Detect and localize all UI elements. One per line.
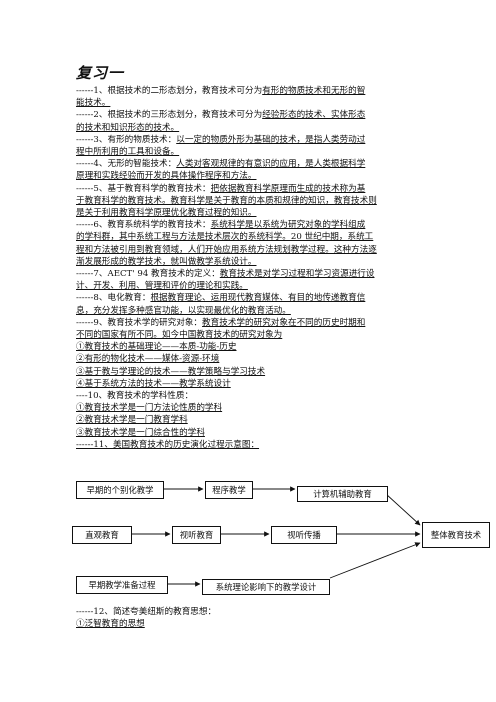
item-7-key-cont: 计、开发、利用、管理和评价的理论和实践。 bbox=[76, 281, 248, 292]
item-10-point-2-text: ②教育技术学是一门教育学科 bbox=[76, 415, 188, 426]
diagram-box-early-preparation: 早期教学准备过程 bbox=[76, 576, 168, 594]
diagram-box-systems-design: 系统理论影响下的教学设计 bbox=[202, 579, 330, 595]
item-7-line-2: 计、开发、利用、管理和评价的理论和实践。 bbox=[76, 280, 424, 292]
item-9-point-1: ①教育技术的基础理论——本质-功能-历史 bbox=[76, 341, 424, 353]
item-2-key-cont: 的技术和知识形态的技术。 bbox=[76, 122, 180, 133]
item-1-lead: ------1、根据技术的二形态划分，教育技术可分为 bbox=[76, 86, 263, 96]
item-4-lead: ------4、无形的智能技术： bbox=[76, 159, 177, 170]
item-10-point-3-text: ③教育技术学是一门综合性的学科 bbox=[76, 427, 205, 438]
item-9-point-2: ②有形的物化技术——媒体-资源-环境 bbox=[76, 353, 424, 365]
item-5-line-3: 是关于利用教育科学原理优化教育过程的知识。 bbox=[76, 207, 424, 219]
item-5-line-2: 于教育科学的教育技术。教育科学是关于教育的本质和规律的知识，教育技术则 bbox=[76, 195, 424, 207]
diagram-box-computer-assisted-label: 计算机辅助教育 bbox=[313, 488, 372, 499]
item-10-point-1: ①教育技术学是一门方法论性质的学科 bbox=[76, 402, 424, 414]
item-4-line-1: ------4、无形的智能技术：人类对客观规律的有意识的应用，是人类根据科学 bbox=[76, 158, 424, 170]
page-title: 复习一 bbox=[76, 64, 125, 82]
item-3-key: 以一定的物质外形为基础的技术，是指人类劳动过 bbox=[176, 134, 366, 145]
item-6-lead: ------6、教育系统科学的教育技术： bbox=[76, 220, 211, 231]
item-6-line-2: 的学科群，其中系统工程与方法是技术层次的系统科学。20 世纪中期，系统工 bbox=[76, 231, 424, 243]
item-8-line-1: ------8、电化教育：根据教育理论、运用现代教育媒体、有目的地传递教育信 bbox=[76, 292, 424, 304]
item-9-line-2: 不同的国家有所不同。如今中国教育技术的研究对象为 bbox=[76, 329, 424, 341]
item-7-lead: ------7、AECT' 94 教育技术的定义： bbox=[76, 269, 220, 280]
item-3-line-1: ------3、有形的物质技术：以一定的物质外形为基础的技术，是指人类劳动过 bbox=[76, 134, 424, 146]
item-7-line-1: ------7、AECT' 94 教育技术的定义：教育技术是对学习过程和学习资源… bbox=[76, 268, 424, 280]
diagram-box-programmed-instruction: 程序教学 bbox=[205, 481, 253, 499]
item-8-key-cont: 息，充分发挥多种感官功能，以实现最优化的教育活动。 bbox=[76, 305, 291, 316]
item-1-key-cont: 能技术。 bbox=[76, 98, 111, 109]
item-4-line-2: 原理和实践经验而开发的具体操作程序和方法。 bbox=[76, 170, 424, 182]
item-5-key-cont: 于教育科学的教育技术。教育科学是关于教育的本质和规律的知识，教育技术则 bbox=[76, 195, 377, 206]
item-4-key: 人类对客观规律的有意识的应用，是人类根据科学 bbox=[176, 159, 366, 170]
item-12-point-1-text: ①泛智教育的思想 bbox=[76, 619, 145, 629]
item-2-key: 经验形态的技术、实体形态 bbox=[262, 110, 366, 121]
item-11-lead: ------11、美国教育技术的历史演化过程示意图： bbox=[76, 439, 260, 450]
item-4-key-cont: 原理和实践经验而开发的具体操作程序和方法。 bbox=[76, 171, 257, 182]
item-9-point-2-text: ②有形的物化技术——媒体-资源-环境 bbox=[76, 354, 220, 365]
diagram-box-audiovisual-education-label: 视听教育 bbox=[179, 529, 214, 540]
diagram-box-systems-design-label: 系统理论影响下的教学设计 bbox=[215, 581, 317, 592]
diagram-box-early-preparation-label: 早期教学准备过程 bbox=[88, 579, 156, 590]
item-1-line-2: 能技术。 bbox=[76, 97, 424, 109]
arrow-b9-b7 bbox=[329, 542, 421, 579]
item-9-point-3: ③基于教与学理论的技术——教学策略与学习技术 bbox=[76, 366, 424, 378]
item-5-key-end: 是关于利用教育科学原理优化教育过程的知识。 bbox=[76, 208, 257, 219]
item-3-lead: ------3、有形的物质技术： bbox=[76, 134, 177, 145]
review-body: ------1、根据技术的二形态划分，教育技术可分为有形的物质技术和无形的智 能… bbox=[76, 85, 424, 451]
item-8-key: 根据教育理论、运用现代教育媒体、有目的地传递教育信 bbox=[150, 293, 366, 304]
diagram-box-programmed-instruction-label: 程序教学 bbox=[212, 484, 246, 495]
item-10-point-3: ③教育技术学是一门综合性的学科 bbox=[76, 427, 424, 439]
item-6-key-end: 渐发展形成的教学技术，就叫做教学系统设计。 bbox=[76, 256, 257, 267]
diagram-box-visual-education-label: 直观教育 bbox=[85, 529, 119, 540]
item-8-line-2: 息，充分发挥多种感官功能，以实现最优化的教育活动。 bbox=[76, 305, 424, 317]
item-1-key: 有形的物质技术和无形的智 bbox=[262, 86, 366, 96]
item-3-line-2: 程中所利用的工具和设备。 bbox=[76, 146, 424, 158]
diagram-box-visual-education: 直观教育 bbox=[72, 526, 132, 544]
item-11-line-1: ------11、美国教育技术的历史演化过程示意图： bbox=[76, 439, 424, 451]
diagram-box-audiovisual-education: 视听教育 bbox=[172, 526, 221, 544]
item-2-line-2: 的技术和知识形态的技术。 bbox=[76, 122, 424, 134]
diagram-box-computer-assisted: 计算机辅助教育 bbox=[297, 486, 388, 502]
diagram-box-audiovisual-communication: 视听传播 bbox=[271, 526, 337, 544]
item-12-lead: ------12、简述夸美纽斯的教育思想： bbox=[76, 607, 217, 617]
item-7-key: 教育技术是对学习过程和学习资源进行设 bbox=[219, 269, 375, 280]
arrow-b3-b7 bbox=[385, 493, 421, 526]
item-5-lead: ------5、基于教育科学的教育技术： bbox=[76, 183, 211, 194]
item-6-line-3: 程和方法被引用到教育领域，人们开始应用系统方法规划教学过程。这种方法逐 bbox=[76, 244, 424, 256]
item-6-key-cont2: 程和方法被引用到教育领域，人们开始应用系统方法规划教学过程。这种方法逐 bbox=[76, 244, 377, 255]
item-9-lead: ------9、教育技术学的研究对象： bbox=[76, 317, 203, 328]
item-10-point-1-text: ①教育技术学是一门方法论性质的学科 bbox=[76, 403, 223, 414]
item-3-key-cont: 程中所利用的工具和设备。 bbox=[76, 147, 180, 158]
item-12-line-1: ------12、简述夸美纽斯的教育思想： bbox=[76, 606, 216, 618]
item-5-line-1: ------5、基于教育科学的教育技术：把依据教育科学原理而生成的技术称为基 bbox=[76, 183, 424, 195]
item-12-point-1: ①泛智教育的思想 bbox=[76, 618, 145, 630]
item-9-key-cont: 不同的国家有所不同。如今中国教育技术的研究对象为 bbox=[76, 330, 283, 341]
item-9-point-4: ④基于系统方法的技术——教学系统设计 bbox=[76, 378, 424, 390]
item-9-key: 教育技术学的研究对象在不同的历史时期和 bbox=[202, 317, 366, 328]
item-8-lead: ------8、电化教育： bbox=[76, 293, 151, 304]
item-5-key: 把依据教育科学原理而生成的技术称为基 bbox=[210, 183, 366, 194]
item-6-key: 系统科学是以系统为研究对象的学科组成 bbox=[210, 220, 366, 231]
item-10-point-2: ②教育技术学是一门教育学科 bbox=[76, 414, 424, 426]
item-10-line-1: ----10、教育技术的学科性质： bbox=[76, 390, 424, 402]
item-6-line-4: 渐发展形成的教学技术，就叫做教学系统设计。 bbox=[76, 256, 424, 268]
item-6-key-cont: 的学科群，其中系统工程与方法是技术层次的系统科学。20 世纪中期，系统工 bbox=[76, 232, 374, 243]
item-1-line-1: ------1、根据技术的二形态划分，教育技术可分为有形的物质技术和无形的智 bbox=[76, 85, 424, 97]
item-10-lead: ----10、教育技术的学科性质： bbox=[76, 391, 194, 402]
diagram-box-early-individualized: 早期的个别化教学 bbox=[76, 481, 164, 499]
item-9-point-3-text: ③基于教与学理论的技术——教学策略与学习技术 bbox=[76, 366, 266, 377]
diagram-box-holistic-edtech-label: 整体教育技术 bbox=[430, 529, 482, 540]
item-9-point-4-text: ④基于系统方法的技术——教学系统设计 bbox=[76, 378, 231, 389]
item-2-line-1: ------2、根据技术的三形态划分，教育技术可分为经验形态的技术、实体形态 bbox=[76, 109, 424, 121]
item-9-point-1-text: ①教育技术的基础理论——本质-功能-历史 bbox=[76, 342, 237, 353]
diagram-box-early-individualized-label: 早期的个别化教学 bbox=[86, 484, 154, 495]
item-2-lead: ------2、根据技术的三形态划分，教育技术可分为 bbox=[76, 110, 263, 121]
diagram-box-audiovisual-communication-label: 视听传播 bbox=[287, 529, 321, 540]
diagram-box-holistic-edtech: 整体教育技术 bbox=[422, 522, 490, 548]
item-6-line-1: ------6、教育系统科学的教育技术：系统科学是以系统为研究对象的学科组成 bbox=[76, 219, 424, 231]
item-9-line-1: ------9、教育技术学的研究对象：教育技术学的研究对象在不同的历史时期和 bbox=[76, 317, 424, 329]
